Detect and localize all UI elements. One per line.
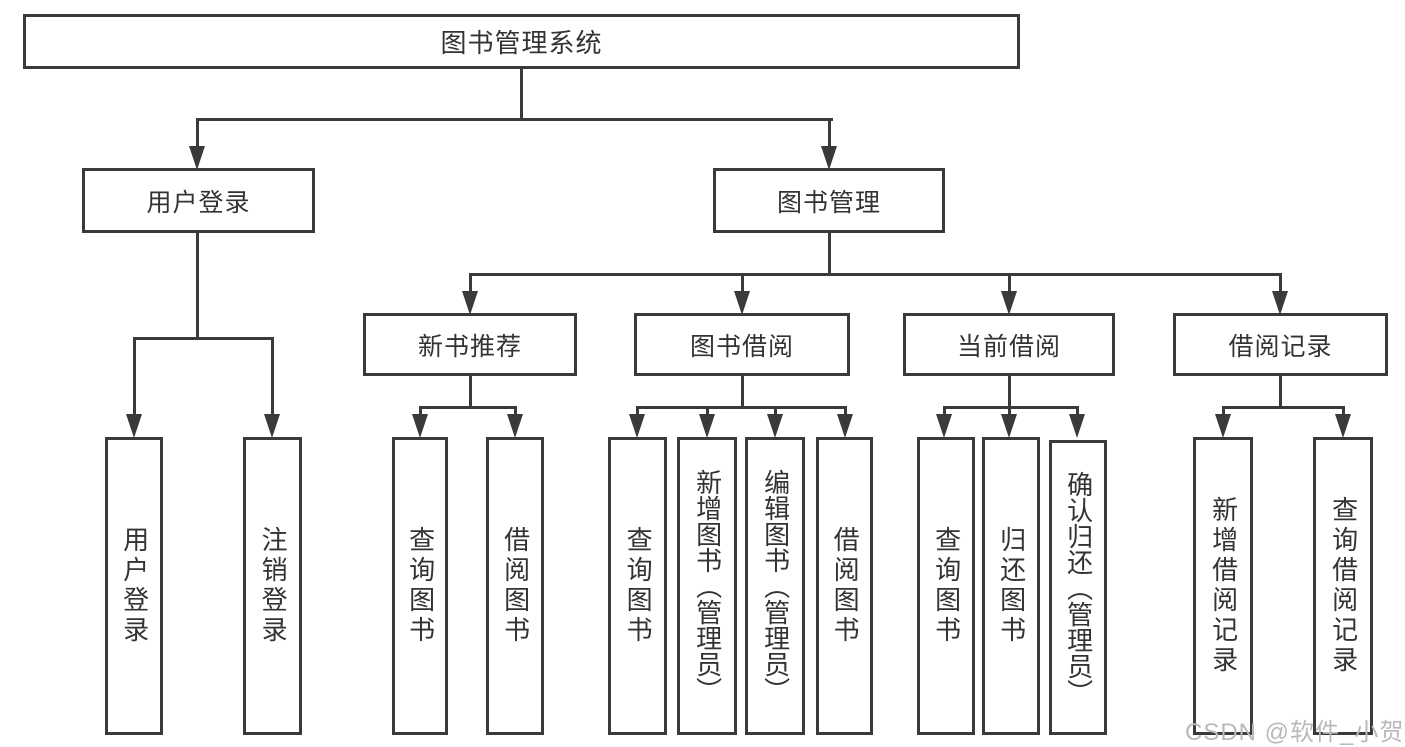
node-borrowing-records-label: 借阅记录 (1228, 332, 1333, 361)
node-user-login-label: 用户登录 (146, 188, 251, 217)
node-book-management-label: 图书管理 (776, 188, 881, 217)
arrow-down-icon (767, 414, 783, 438)
leaf-nbr-query-book: 查询图书 (392, 437, 448, 735)
leaf-bb-edit-book-label: 编辑图书（管理员） (760, 469, 791, 703)
leaf-user-login-label: 用户登录 (119, 526, 150, 646)
connector-line (196, 233, 199, 337)
leaf-cb-query-book-label: 查询图书 (931, 526, 962, 646)
connector-line (1076, 406, 1079, 416)
arrow-down-icon (699, 414, 715, 438)
leaf-cb-return-book: 归还图书 (982, 437, 1040, 735)
leaf-bb-borrow-book: 借阅图书 (816, 437, 873, 735)
node-book-borrowing: 图书借阅 (634, 313, 850, 376)
arrow-down-icon (507, 414, 523, 438)
connector-line (741, 376, 744, 406)
connector-line (943, 406, 946, 416)
arrow-down-icon (1335, 414, 1351, 438)
leaf-bb-borrow-book-label: 借阅图书 (830, 526, 861, 646)
arrow-down-icon (837, 414, 853, 438)
connector-line (196, 118, 833, 121)
node-new-book-recommend: 新书推荐 (363, 313, 577, 376)
leaf-logout-label: 注销登录 (258, 526, 289, 646)
leaf-nbr-borrow-book: 借阅图书 (486, 437, 544, 735)
connector-line (636, 406, 639, 416)
connector-line (419, 406, 517, 409)
connector-line (419, 406, 422, 416)
leaf-cb-confirm-return-label: 确认归还（管理员） (1063, 470, 1094, 705)
arrow-down-icon (412, 414, 428, 438)
connector-line (1279, 376, 1282, 406)
arrow-down-icon (734, 291, 750, 315)
connector-line (1008, 376, 1011, 406)
watermark-text: CSDN @软件_小贺同学 (1185, 719, 1405, 746)
connector-line (844, 406, 847, 416)
connector-line (271, 337, 274, 416)
arrow-down-icon (462, 291, 478, 315)
connector-line (1222, 406, 1344, 409)
leaf-bb-add-book: 新增图书（管理员） (677, 437, 737, 735)
arrow-down-icon (189, 146, 205, 170)
node-root-label: 图书管理系统 (440, 28, 603, 58)
leaf-logout: 注销登录 (243, 437, 302, 735)
node-book-management: 图书管理 (713, 168, 945, 233)
arrow-down-icon (1001, 291, 1017, 315)
leaf-bb-edit-book: 编辑图书（管理员） (745, 437, 805, 735)
connector-line (828, 118, 831, 148)
arrow-down-icon (1001, 414, 1017, 438)
leaf-br-add-record: 新增借阅记录 (1193, 437, 1253, 735)
leaf-nbr-borrow-book-label: 借阅图书 (500, 526, 531, 646)
node-root: 图书管理系统 (23, 14, 1020, 69)
connector-line (1342, 406, 1345, 416)
arrow-down-icon (821, 146, 837, 170)
node-user-login: 用户登录 (82, 168, 315, 233)
arrow-down-icon (126, 414, 142, 438)
leaf-user-login: 用户登录 (105, 437, 163, 735)
leaf-cb-query-book: 查询图书 (917, 437, 975, 735)
connector-line (469, 376, 472, 406)
connector-line (469, 273, 1282, 276)
connector-line (943, 406, 1079, 409)
node-current-borrowing: 当前借阅 (903, 313, 1115, 376)
arrow-down-icon (1215, 414, 1231, 438)
connector-line (520, 69, 523, 118)
connector-line (469, 273, 472, 293)
node-book-borrowing-label: 图书借阅 (689, 332, 794, 361)
connector-line (514, 406, 517, 416)
node-current-borrowing-label: 当前借阅 (956, 332, 1061, 361)
leaf-br-query-record: 查询借阅记录 (1313, 437, 1373, 735)
leaf-bb-add-book-label: 新增图书（管理员） (692, 469, 723, 703)
arrow-down-icon (1069, 414, 1085, 438)
connector-line (828, 233, 831, 273)
connector-line (706, 406, 709, 416)
connector-line (196, 118, 199, 148)
connector-line (774, 406, 777, 416)
node-borrowing-records: 借阅记录 (1173, 313, 1388, 376)
leaf-cb-return-book-label: 归还图书 (996, 526, 1027, 646)
leaf-bb-query-book: 查询图书 (608, 437, 667, 735)
leaf-cb-confirm-return: 确认归还（管理员） (1049, 440, 1107, 735)
connector-line (1222, 406, 1225, 416)
arrow-down-icon (264, 414, 280, 438)
connector-line (1008, 406, 1011, 416)
leaf-nbr-query-book-label: 查询图书 (405, 526, 436, 646)
leaf-br-query-record-label: 查询借阅记录 (1328, 496, 1359, 676)
arrow-down-icon (629, 414, 645, 438)
leaf-br-add-record-label: 新增借阅记录 (1208, 496, 1239, 676)
arrow-down-icon (936, 414, 952, 438)
node-new-book-recommend-label: 新书推荐 (417, 332, 522, 361)
leaf-bb-query-book-label: 查询图书 (623, 526, 654, 646)
connector-line (133, 337, 274, 340)
connector-line (1279, 273, 1282, 293)
arrow-down-icon (1272, 291, 1288, 315)
connector-line (1008, 273, 1011, 293)
connector-line (741, 273, 744, 293)
connector-line (133, 337, 136, 416)
connector-line (636, 406, 846, 409)
